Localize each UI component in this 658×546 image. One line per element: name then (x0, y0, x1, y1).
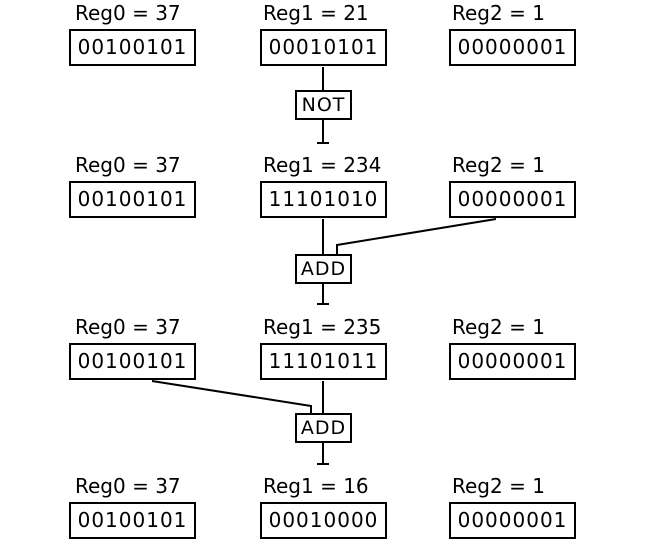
reg0-box: 00100101 (69, 29, 196, 66)
reg2-box: 00000001 (449, 29, 576, 66)
reg1-label: Reg1 = 21 (263, 1, 369, 25)
reg2-box: 00000001 (449, 502, 576, 539)
reg1-box: 11101011 (260, 343, 387, 380)
reg0-box: 00100101 (69, 181, 196, 218)
reg2-label: Reg2 = 1 (452, 474, 545, 498)
reg1-label: Reg1 = 235 (263, 315, 382, 339)
reg0-label: Reg0 = 37 (75, 474, 181, 498)
reg0-box: 00100101 (69, 502, 196, 539)
reg1-box: 11101010 (260, 181, 387, 218)
reg1-label: Reg1 = 16 (263, 474, 369, 498)
reg1-box: 00010101 (260, 29, 387, 66)
reg2-box: 00000001 (449, 181, 576, 218)
add-operation-box: ADD (295, 254, 352, 284)
reg0-box: 00100101 (69, 343, 196, 380)
reg1-box: 00010000 (260, 502, 387, 539)
not-operation-box: NOT (295, 90, 352, 120)
reg2-label: Reg2 = 1 (452, 153, 545, 177)
reg2-label: Reg2 = 1 (452, 1, 545, 25)
reg2-label: Reg2 = 1 (452, 315, 545, 339)
reg0-label: Reg0 = 37 (75, 315, 181, 339)
add-operation-box: ADD (295, 413, 352, 443)
reg1-label: Reg1 = 234 (263, 153, 382, 177)
reg0-label: Reg0 = 37 (75, 1, 181, 25)
reg0-label: Reg0 = 37 (75, 153, 181, 177)
reg2-box: 00000001 (449, 343, 576, 380)
